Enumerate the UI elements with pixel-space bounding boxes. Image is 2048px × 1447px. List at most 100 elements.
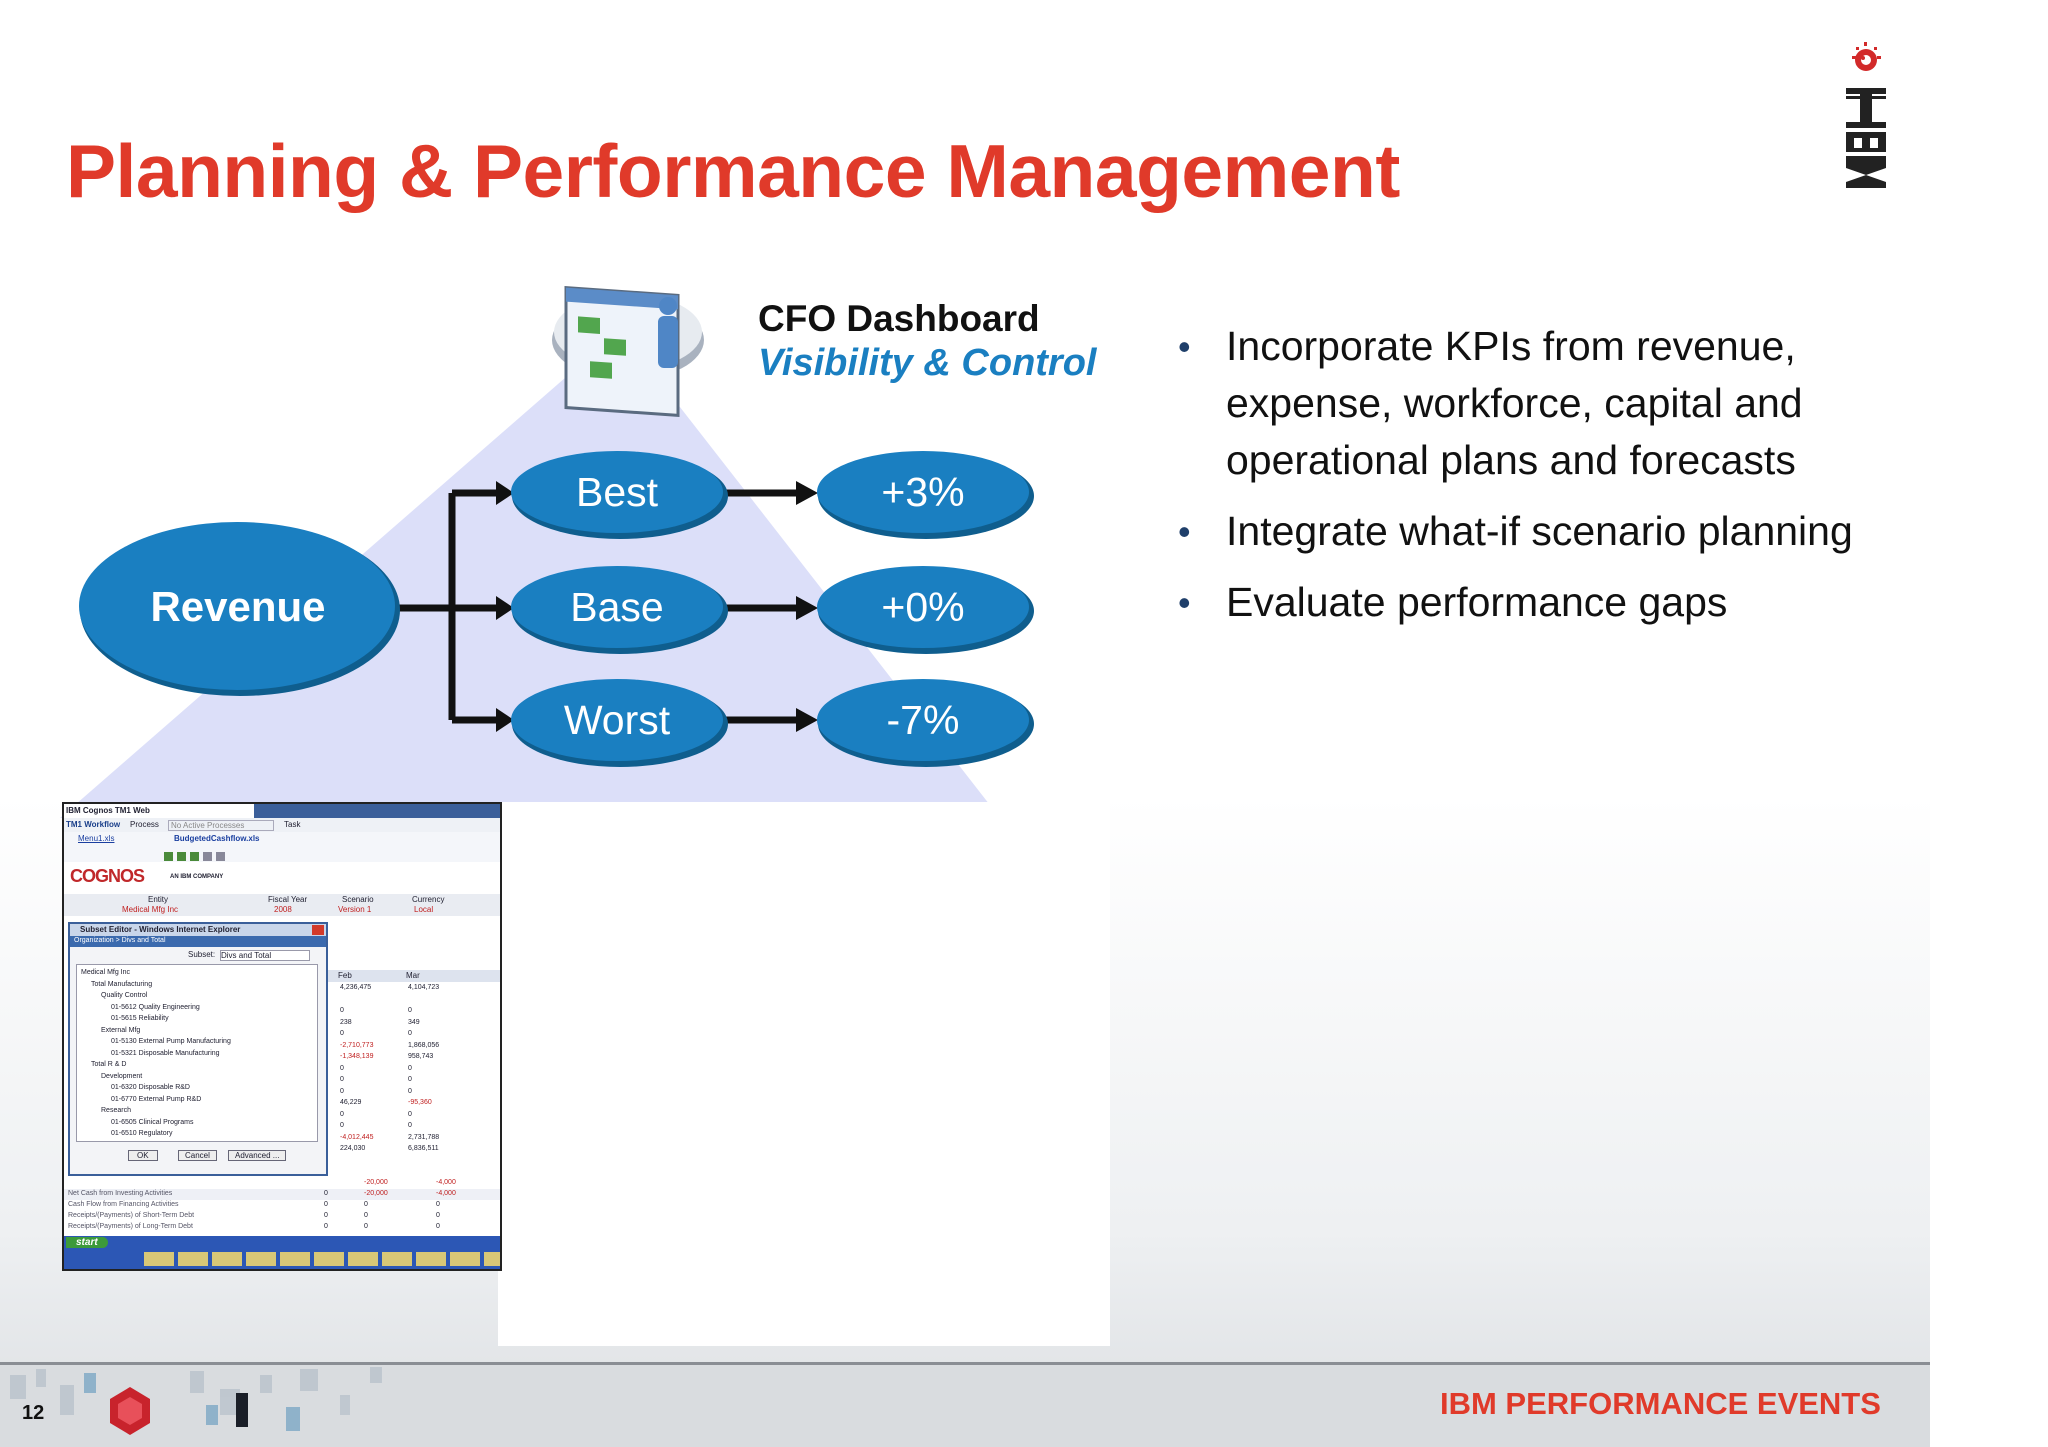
scenario-label-worst: Worst: [563, 697, 671, 743]
year-select[interactable]: 2008: [274, 905, 292, 914]
grid-cell[interactable]: 0: [340, 1110, 344, 1118]
slide-title: Planning & Performance Management: [66, 129, 1400, 213]
cancel-button[interactable]: Cancel: [178, 1150, 217, 1161]
tree-item[interactable]: 01-6320 Disposable R&D: [111, 1084, 190, 1091]
grid-cell[interactable]: 0: [340, 1076, 344, 1083]
grid-cell[interactable]: 0: [340, 1087, 344, 1095]
advanced-button[interactable]: Advanced ...: [228, 1150, 287, 1161]
grid-cell[interactable]: 0: [340, 1007, 344, 1014]
footer-decoration: [10, 1367, 382, 1435]
row-value: 0: [324, 1190, 328, 1197]
ss-data-grid: 4,236,475 4,104,723 0 0 238 349 0 0 -2,710,773 1,…: [326, 984, 500, 1159]
grid-cell[interactable]: 0: [340, 1064, 344, 1072]
scenario-select[interactable]: Version 1: [338, 905, 372, 914]
currency-select[interactable]: Local: [414, 905, 434, 914]
row-value: 0: [436, 1212, 440, 1219]
bullet-dot-icon: •: [1178, 511, 1191, 552]
row-label: Cash Flow from Financing Activities: [68, 1201, 179, 1208]
grid-cell[interactable]: -1,348,139: [340, 1053, 374, 1060]
tab-menu1[interactable]: Menu1.xls: [78, 834, 115, 843]
bullet-item: • Evaluate performance gaps: [1178, 574, 1898, 631]
close-icon[interactable]: [312, 925, 324, 935]
start-button[interactable]: start: [66, 1237, 108, 1248]
row-value: -20,000: [364, 1179, 388, 1186]
grid-cell[interactable]: 0: [408, 1007, 412, 1014]
tree-item[interactable]: Quality Control: [101, 992, 148, 999]
grid-cell[interactable]: -4,012,445: [340, 1133, 374, 1141]
tree-item[interactable]: Total Manufacturing: [91, 980, 153, 988]
grid-cell[interactable]: 238: [340, 1018, 352, 1026]
tree-item[interactable]: 01-5615 Reliability: [111, 1015, 169, 1022]
grid-cell[interactable]: 4,104,723: [408, 984, 440, 991]
tree-item[interactable]: Total R & D: [91, 1061, 127, 1068]
entity-select[interactable]: Medical Mfg Inc: [122, 905, 179, 914]
grid-cell[interactable]: 46,229: [340, 1099, 362, 1106]
row-value: 0: [324, 1223, 328, 1230]
ss-taskbar: start: [64, 1236, 500, 1269]
dashboard-subtitle: Visibility & Control: [758, 342, 1097, 384]
tab-budgeted-cashflow[interactable]: BudgetedCashflow.xls: [174, 834, 260, 843]
dashboard-triangle: [60, 330, 1000, 818]
grid-cell[interactable]: -95,360: [408, 1099, 432, 1106]
tm1-web-screenshot: IBM Cognos TM1 Web TM1 Workflow Process …: [62, 802, 502, 1271]
tree-item[interactable]: External Mfg: [101, 1026, 141, 1034]
white-panel: [498, 802, 1110, 1346]
dashboard-title: CFO Dashboard: [758, 298, 1040, 339]
ibm-logo: [1846, 42, 1886, 188]
scenario-label-best: Best: [575, 469, 659, 515]
tree-item[interactable]: 01-5130 External Pump Manufacturing: [111, 1038, 231, 1045]
grid-cell[interactable]: 224,030: [340, 1145, 366, 1152]
grid-cell[interactable]: 958,743: [408, 1053, 434, 1060]
grid-cell[interactable]: 349: [408, 1018, 420, 1026]
tree-item[interactable]: Medical Mfg Inc: [81, 969, 131, 976]
grid-cell[interactable]: 4,236,475: [340, 984, 372, 991]
grid-cell[interactable]: 0: [340, 1122, 344, 1129]
grid-cell[interactable]: 0: [408, 1064, 412, 1072]
subset-select[interactable]: Divs and Total: [220, 950, 310, 961]
grid-cell[interactable]: 2,731,788: [408, 1133, 440, 1141]
ok-button[interactable]: OK: [128, 1150, 158, 1161]
tree-item[interactable]: 01-6510 Regulatory: [111, 1130, 173, 1137]
row-value: 0: [324, 1201, 328, 1208]
result-label-base: +0%: [881, 584, 965, 630]
grid-cell[interactable]: 6,836,511: [408, 1145, 439, 1152]
result-label-best: +3%: [881, 469, 965, 515]
row-value: 0: [436, 1223, 440, 1230]
tree-item[interactable]: Research: [101, 1107, 131, 1114]
grid-cell[interactable]: 0: [408, 1087, 412, 1095]
row-value: 0: [364, 1201, 368, 1208]
tree-item[interactable]: 01-5612 Quality Engineering: [111, 1003, 200, 1011]
grid-cell[interactable]: 0: [408, 1122, 412, 1129]
row-label: Receipts/(Payments) of Long-Term Debt: [68, 1223, 193, 1230]
tree-item[interactable]: 01-6770 External Pump R&D: [111, 1095, 202, 1103]
grid-cell[interactable]: 0: [408, 1076, 412, 1083]
row-value: 0: [324, 1212, 328, 1219]
row-value: 0: [364, 1223, 368, 1230]
grid-cell[interactable]: 0: [408, 1030, 412, 1037]
tree-item[interactable]: 01-6505 Clinical Programs: [111, 1118, 194, 1126]
tree-item[interactable]: 01-5321 Disposable Manufacturing: [111, 1049, 220, 1057]
grid-cell[interactable]: 0: [408, 1110, 412, 1118]
ss-dimension-bar: Entity Fiscal Year Scenario Currency Med…: [64, 894, 500, 916]
process-select[interactable]: No Active Processes: [168, 820, 274, 831]
grid-cell[interactable]: 0: [340, 1030, 344, 1037]
grid-cell[interactable]: -2,710,773: [340, 1041, 374, 1049]
page-number: 12: [22, 1402, 45, 1424]
row-value: -20,000: [364, 1190, 388, 1197]
row-value: 0: [436, 1201, 440, 1208]
bullet-item: • Incorporate KPIs from revenue, expense…: [1178, 318, 1898, 489]
right-margin: [1930, 0, 2048, 1447]
bullet-list: • Incorporate KPIs from revenue, expense…: [1178, 318, 1898, 645]
result-label-worst: -7%: [886, 697, 960, 743]
revenue-label: Revenue: [150, 583, 326, 630]
tree-item[interactable]: Development: [101, 1072, 143, 1080]
row-value: -4,000: [436, 1190, 456, 1197]
footer-brand: IBM PERFORMANCE EVENTS: [1440, 1386, 1881, 1421]
footer-divider: [0, 1362, 1930, 1365]
grid-cell[interactable]: 1,868,056: [408, 1041, 440, 1049]
